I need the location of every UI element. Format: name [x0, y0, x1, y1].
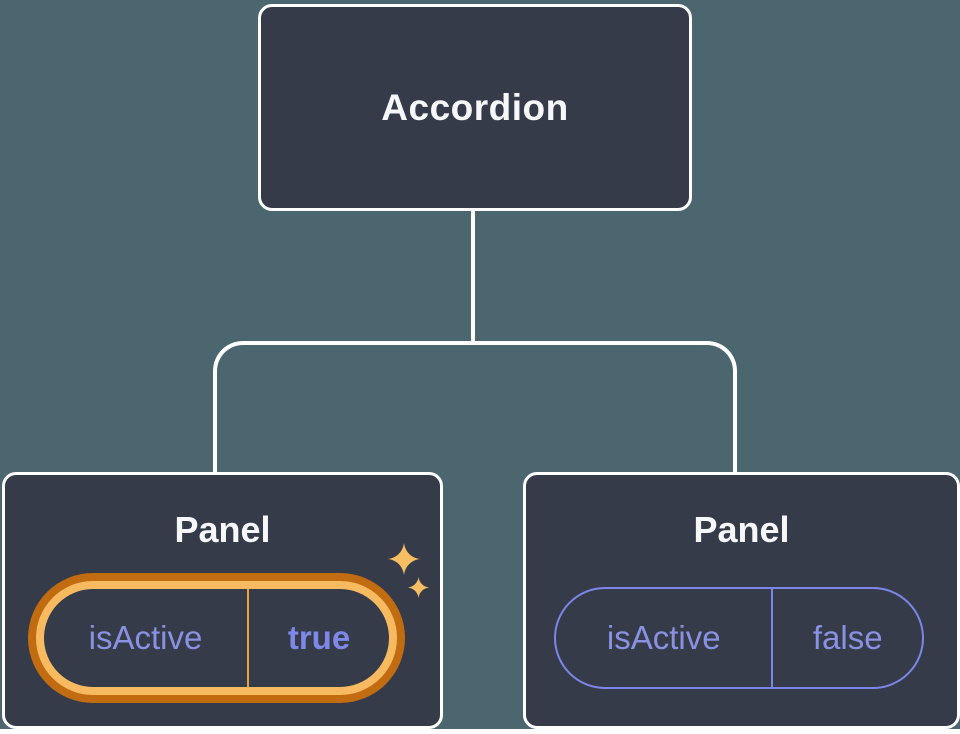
sparkle-small-icon	[408, 577, 429, 598]
state-pill-inactive: isActive false	[554, 587, 924, 689]
bottom-edge-strip	[0, 729, 960, 734]
state-pill-active: isActive true	[36, 581, 397, 695]
panel-title: Panel	[174, 509, 271, 550]
sparkles-icon	[388, 543, 440, 599]
state-key-label: isActive	[606, 619, 721, 656]
connector-stem-line	[471, 209, 475, 343]
state-value-label: true	[247, 589, 389, 687]
panel-node-active: Panel isActive true	[2, 472, 443, 729]
state-key-label: isActive	[88, 619, 203, 656]
accordion-label: Accordion	[381, 86, 569, 128]
panel-node-inactive: Panel isActive false	[523, 472, 960, 729]
sparkle-large-icon	[388, 543, 420, 575]
accordion-node: Accordion	[258, 4, 692, 211]
panel-title: Panel	[693, 509, 790, 550]
state-value-label: false	[771, 589, 922, 687]
connector-branch-line	[213, 341, 737, 474]
